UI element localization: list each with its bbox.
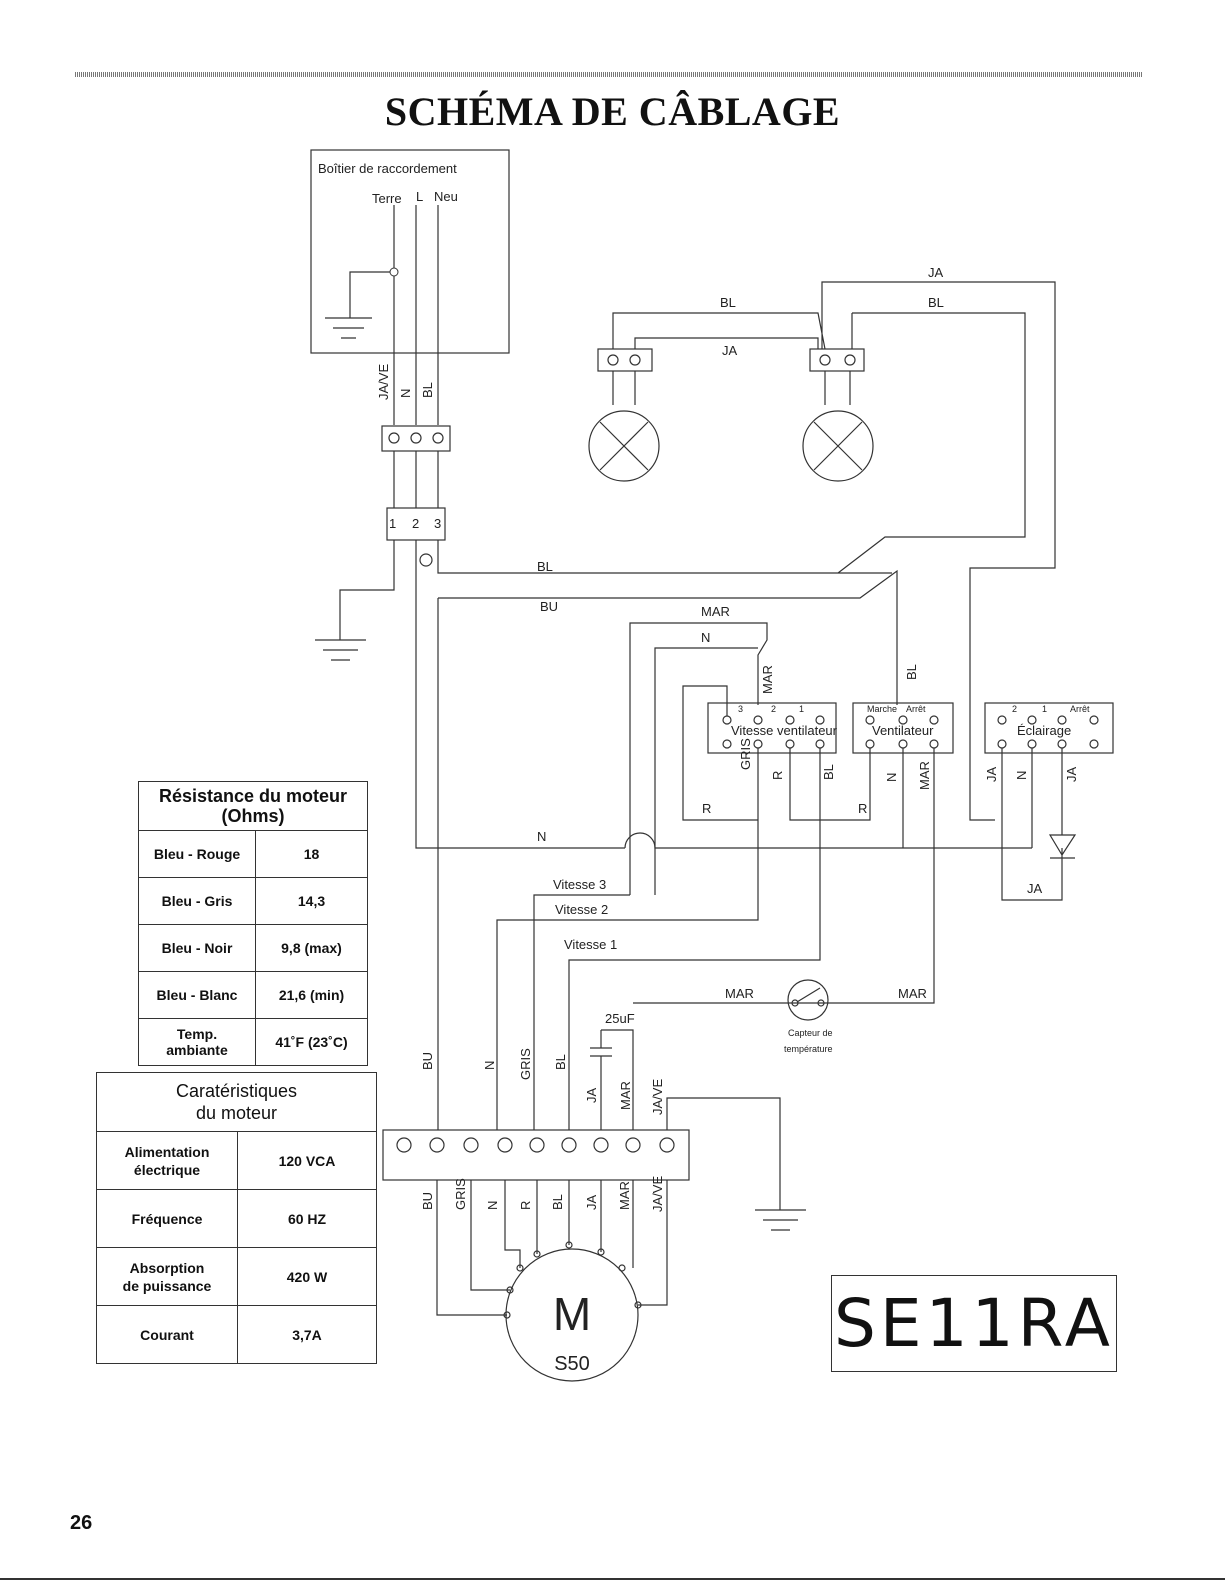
motor-bottom-bu: BU [420,1192,435,1210]
wire-label-r-right: R [858,801,867,816]
bottom-rule [0,1578,1225,1580]
connector-2: 2 [412,516,419,531]
junction-box-label: Boîtier de raccordement [318,161,457,176]
connector-1: 1 [389,516,396,531]
page-title: SCHÉMA DE CÂBLAGE [384,89,841,134]
motor-bottom-n: N [485,1201,500,1210]
motor-top-gris: GRIS [518,1048,533,1080]
motor-bottom-ja: JA [584,1195,599,1211]
wire-label-r-speed: R [770,771,785,780]
wire-label-bl-main: BL [537,559,553,574]
wire-label-mar-left: MAR [725,986,754,1001]
speed-pos-3: 3 [738,704,743,714]
fan-pos-marche: Marche [867,704,897,714]
wire-label-bl-lamp-left: BL [720,295,736,310]
lamp-right [802,348,874,482]
fan-pos-arret: Arrêt [906,704,926,714]
motor-top-n: N [482,1061,497,1070]
wire-label-n-fan: N [884,773,899,782]
lamp-left [588,348,660,482]
wire-label-ja-light1: JA [984,767,999,783]
motor-top-bu: BU [420,1052,435,1070]
motor: M S50 [436,1180,668,1382]
temperature-sensor: Capteur de température [784,979,833,1054]
wire-label-mar-vert: MAR [760,665,775,694]
wire-label-bl-lamp-right: BL [928,295,944,310]
wire-label-bl-speed: BL [821,764,836,780]
speed-switch: 3 2 1 Vitesse ventilateur [707,702,838,754]
terminal-terre: Terre [372,191,402,206]
wire-label-ja-mid: JA [722,343,738,358]
model-label: SE11RA [831,1275,1117,1372]
motor-terminal-block [382,1129,690,1181]
top-rule [75,72,1143,77]
fan-switch-label: Ventilateur [872,723,934,738]
sensor-label-2: température [784,1044,833,1054]
wire-label-ja-top: JA [928,265,944,280]
connector-3: 3 [434,516,441,531]
wire-label-r-left: R [702,801,711,816]
speed-pos-2: 2 [771,704,776,714]
wire-label-vitesse3: Vitesse 3 [553,877,606,892]
motor-bottom-bl: BL [550,1194,565,1210]
wire-label-jave: JA/VE [376,364,391,400]
light-pos-arret: Arrêt [1070,704,1090,714]
speed-switch-label: Vitesse ventilateur [731,723,838,738]
motor-bottom-mar: MAR [617,1181,632,1210]
wire-label-n-top: N [701,630,710,645]
wire-label-mar-fan: MAR [917,761,932,790]
motor-bottom-gris: GRIS [453,1178,468,1210]
fan-switch: Marche Arrêt Ventilateur [852,702,954,754]
junction-box: Boîtier de raccordement Terre L Neu [310,149,510,425]
capacitor: 25uF [590,1011,635,1130]
terminal-l: L [416,189,423,204]
wire-label-bl-vert: BL [904,664,919,680]
resistance-title: Résistance du moteur(Ohms) [138,781,368,831]
speed-pos-1: 1 [799,704,804,714]
wire-label-gris: GRIS [738,738,753,770]
terminal-neu: Neu [434,189,458,204]
motor-bottom-jave: JA/VE [650,1176,665,1212]
connector-block: 1 2 3 [315,507,446,661]
wire-label-ja-light2: JA [1064,767,1079,783]
motor-top-ja: JA [584,1088,599,1104]
motor-top-jave: JA/VE [650,1079,665,1115]
light-switch: 2 1 Arrêt Éclairage [984,702,1114,754]
motor-model: S50 [554,1353,590,1375]
motor-top-bl: BL [553,1054,568,1070]
light-pos-2: 2 [1012,704,1017,714]
wire-label-n-main: N [537,829,546,844]
wire-label-mar-right: MAR [898,986,927,1001]
wire-label-vitesse1: Vitesse 1 [564,937,617,952]
page-number: 26 [70,1512,93,1534]
wire-label-mar-top: MAR [701,604,730,619]
sensor-label-1: Capteur de [788,1028,833,1038]
wire-label-bl: BL [420,382,435,398]
wire-label-n: N [398,389,413,398]
wire-label-ja-bottom: JA [1027,881,1043,896]
motor-letter: M [553,1288,591,1340]
motor-top-mar: MAR [618,1081,633,1110]
light-pos-1: 1 [1042,704,1047,714]
capacitor-label: 25uF [605,1011,635,1026]
light-switch-label: Éclairage [1017,723,1071,738]
wire-label-bu-main: BU [540,599,558,614]
motor-bottom-r: R [518,1201,533,1210]
wire-label-n-light: N [1014,771,1029,780]
supply-terminal-block [381,425,451,508]
wire-label-vitesse2: Vitesse 2 [555,902,608,917]
